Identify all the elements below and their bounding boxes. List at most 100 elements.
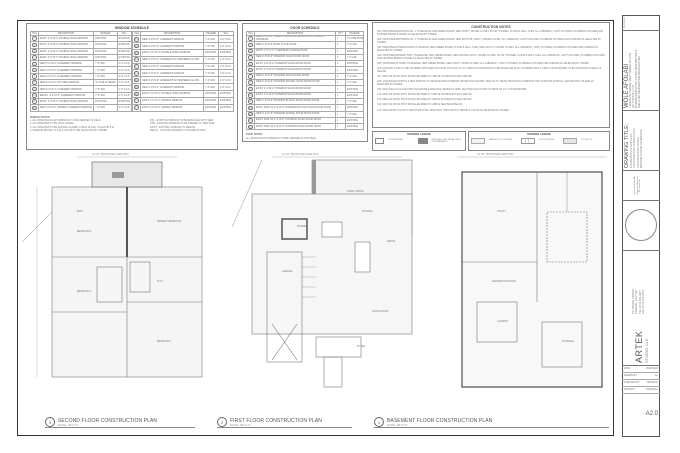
hardwood-swatch xyxy=(471,138,485,144)
cell: 2'-6" A.F.F. xyxy=(116,72,133,81)
client-section: WOLE AFOLABI 1 ROOSEVELT AVENUE, WEST OR… xyxy=(622,30,660,110)
room-label: FAMILY ROOM xyxy=(347,190,363,193)
cell: 2'-6" A.F.F. xyxy=(217,76,235,85)
construction-note: C08: CONCEALED SOFFITS & NEW PORTICO TO … xyxy=(377,81,594,87)
first-floor-dimension: 31'-10" PROPOSED ADDITION xyxy=(282,152,319,156)
tag-cell: 12 xyxy=(246,104,255,112)
legend-stone: STONE TOP xyxy=(581,139,593,142)
construction-note: C13: NEW FINISH FLOOR TO MATCH EXISTING.… xyxy=(377,109,510,112)
tag-symbol: 5 xyxy=(32,61,37,66)
cell: 7'-0" AFF xyxy=(93,104,118,112)
cell: 2'-6" A.F.F. xyxy=(116,85,133,93)
tag-symbol: 3 xyxy=(32,49,37,54)
tag-cell: 15 xyxy=(246,123,255,131)
cell: EXIST. 3'-0"x5'-0" DOUBLE HUNG WINDOW xyxy=(140,49,205,57)
legend-tile: TILE FLOORING xyxy=(539,139,555,142)
second-floor-dimension: 31'-10" PROPOSED ADDITION xyxy=(92,152,129,156)
cell: 7'-0" AFF xyxy=(203,35,219,44)
window-schedule-title: WINDOW SCHEDULE xyxy=(115,26,149,30)
seal-section xyxy=(622,200,660,250)
door-notes-title: DOOR NOTES: xyxy=(246,133,263,137)
date-value: 06/28/2024 xyxy=(646,367,658,370)
cell: 7'-0" AFF xyxy=(203,76,219,85)
column-header: TAG xyxy=(131,30,142,37)
room-label: LIVING ROOM xyxy=(372,310,388,313)
tag-cell: 15 xyxy=(131,49,142,57)
room-label: GARAGE xyxy=(282,270,293,273)
cell: 7'-0" AFF xyxy=(203,83,219,91)
plan-number-badge: 3 xyxy=(45,417,55,427)
cell: NEW 3'-0"x5'-0" CASEMENT W/ TEMPERED GLA… xyxy=(140,76,205,85)
construction-note: C03: PROPOSED POWDER ROOM TO RECEIVE: NE… xyxy=(377,47,598,52)
cell: 2'-6" A.F.F. xyxy=(116,66,133,74)
tag-symbol: 4 xyxy=(248,55,253,60)
construction-note: C09: NEW WALK-IN CLOSET WITH ADJUSTABLE … xyxy=(377,89,527,92)
room-label: PRIMARY BEDROOM xyxy=(157,220,181,223)
tag-cell: 21 xyxy=(131,89,142,98)
cell: EXIST. PAIR OF 2'-0"x6'-8" INTERIOR SOLI… xyxy=(254,123,336,131)
construction-notes: CONSTRUCTION NOTES C01: PROPOSED BATHROO… xyxy=(372,22,610,128)
tag-symbol: 10 xyxy=(248,93,253,98)
tag-symbol: 14 xyxy=(134,43,139,49)
cell: EXISTING xyxy=(345,91,364,99)
new-wall-swatch xyxy=(418,138,428,144)
room-label: W.I.C. xyxy=(157,280,164,283)
tag-symbol: 2 xyxy=(248,42,253,48)
window-note: 1. ALL WINDOW ROUGH OPENINGS TO BE VERIF… xyxy=(30,118,101,122)
tag-cell: 18 xyxy=(131,69,142,78)
room-label: BATH xyxy=(77,210,83,213)
cell: NEW 3'-0"x5'-0" CASEMENT WINDOW xyxy=(140,62,205,71)
legend-existing-wall: EXISTING WALL xyxy=(388,139,404,142)
date-label: DATE: xyxy=(624,367,631,370)
room-label: POWDER xyxy=(297,225,308,228)
window-abbreviation: OPN - EXISTING WINDOW TO BE OPENED TO NE… xyxy=(150,122,215,126)
floor-legend: DRAWING LEGEND HARDWOOD FLOORING TILE FL… xyxy=(468,131,610,151)
window-note: 4. WINDOW BRAND, STYLE & COLOR TO BE SEL… xyxy=(30,129,108,133)
tag-symbol: 15 xyxy=(248,124,253,129)
plan-scale: SCALE: 1/8"=1'-0" xyxy=(58,423,79,427)
construction-note: C07: NEW 6x6 WOOD POST INSTALLED DIRECTL… xyxy=(377,76,473,79)
tag-symbol: 10 xyxy=(32,93,37,98)
room-label: LAUNDRY xyxy=(497,320,509,323)
tag-symbol: 11 xyxy=(32,99,37,104)
cell: EXISTING xyxy=(345,66,364,74)
basement-dimension: 31'-10" PROPOSED ADDITION xyxy=(477,152,514,156)
cell: NEW 3'-0"x5'-0" CASEMENT WINDOW xyxy=(140,35,205,44)
cell: EXISTING xyxy=(345,116,364,125)
window-note: 2. ALL WINDOWS TO BE VINYL FRAME xyxy=(30,122,74,126)
checked-label: CHECKED BY: xyxy=(624,381,641,384)
construction-note: C05: PROPOSED KITCHEN TO RECEIVE: NEW GR… xyxy=(377,63,590,65)
client-line: ONE-STORY REAR ADDITION ABOVE EXISTING xyxy=(639,56,641,108)
plan-number-badge: 2 xyxy=(217,417,227,427)
firm-address-line: FAX: (973) 624-1947 xyxy=(642,289,646,314)
tag-symbol: 17 xyxy=(134,64,139,69)
tag-cell: 19 xyxy=(131,76,142,85)
title-block-info-table: DATE:06/28/2024 DRAWN BY:AA CHECKED BY:O… xyxy=(622,365,660,437)
room-label: BEDROOM 2 xyxy=(77,230,92,233)
tag-symbol: 11 xyxy=(248,99,253,104)
cell: 7'-0" AFF xyxy=(345,72,364,81)
cell: 2'-6" A.F.F. xyxy=(217,55,235,64)
room-label: BEDROOM 1 xyxy=(157,340,172,343)
tag-symbol: 8 xyxy=(248,80,253,85)
cell: NEW 3'-0"x3'-0" AWNING CASEMENT WINDOW xyxy=(37,104,95,112)
